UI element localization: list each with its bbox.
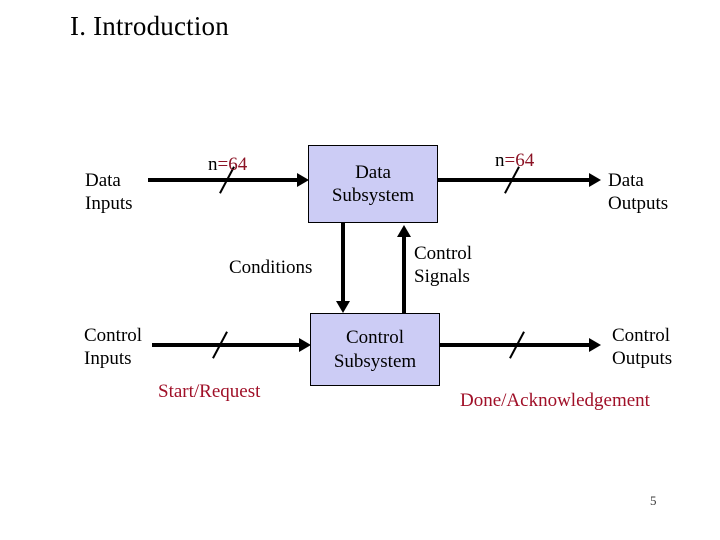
label-data-outputs-line2: Outputs — [608, 193, 669, 215]
label-control-inputs-line1: Control — [84, 325, 143, 346]
block-control-subsystem[interactable]: Control Subsystem — [310, 313, 440, 386]
arrow-data-inputs-to-data-subsystem — [148, 178, 298, 182]
label-bus-width-data-in: n=64 — [208, 153, 247, 176]
block-data-subsystem[interactable]: Data Subsystem — [308, 145, 438, 223]
label-done-acknowledgement: Done/Acknowledgement — [460, 390, 650, 411]
block-control-subsystem-label-line1: Control — [345, 327, 405, 349]
label-bus-width-data-out: n=64 — [495, 149, 534, 172]
label-control-inputs-line2: Inputs — [84, 348, 132, 370]
label-control-signals: Control Signals — [414, 242, 472, 288]
block-data-subsystem-label-line2: Subsystem — [331, 185, 415, 206]
label-data-inputs-line2: Inputs — [85, 193, 133, 215]
label-data-inputs-line1: Data — [85, 170, 121, 191]
arrow-control-inputs-to-control-subsystem — [152, 343, 300, 347]
label-control-inputs: Control Inputs — [84, 324, 142, 370]
bus-width-data-out-prefix: n — [495, 150, 505, 171]
bus-width-data-out-value: =64 — [504, 150, 535, 171]
label-data-outputs-line1: Data — [608, 170, 644, 191]
block-control-subsystem-label-line2: Subsystem — [333, 350, 417, 372]
label-conditions: Conditions — [229, 257, 313, 278]
label-control-outputs-line2: Outputs — [612, 348, 673, 370]
label-data-inputs: Data Inputs — [85, 169, 133, 215]
bus-width-data-in-prefix: n — [208, 154, 218, 175]
bus-width-data-in-value: =64 — [217, 154, 248, 175]
arrow-conditions-down — [341, 223, 345, 302]
label-data-outputs: Data Outputs — [608, 169, 668, 215]
label-start-request: Start/Request — [158, 381, 261, 402]
page-number: 5 — [650, 493, 657, 508]
label-control-signals-line1: Control — [414, 243, 473, 264]
page-title: I. Introduction — [70, 11, 229, 41]
label-control-outputs-line1: Control — [612, 325, 671, 346]
arrow-control-signals-up — [402, 236, 406, 313]
block-data-subsystem-label-line1: Data — [355, 161, 391, 183]
label-control-signals-line2: Signals — [414, 266, 470, 288]
arrow-data-subsystem-to-data-outputs — [438, 178, 590, 182]
label-control-outputs: Control Outputs — [612, 324, 672, 370]
